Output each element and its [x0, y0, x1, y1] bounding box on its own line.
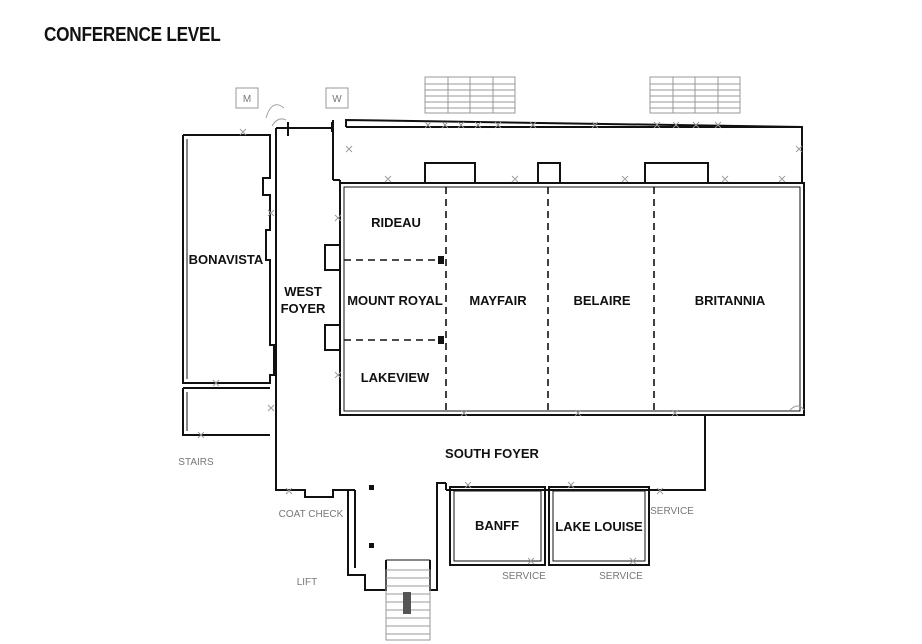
page-title: CONFERENCE LEVEL	[44, 24, 221, 46]
service-label-lake-louise: SERVICE	[599, 571, 643, 582]
room-label-mount-royal: MOUNT ROYAL	[347, 293, 443, 308]
room-label-lake-louise: LAKE LOUISE	[555, 519, 643, 534]
room-label-banff: BANFF	[475, 518, 519, 533]
service-label-right: SERVICE	[650, 506, 694, 517]
door-swings	[197, 104, 805, 565]
stairs-label: STAIRS	[178, 457, 214, 468]
outer-walls	[275, 118, 805, 591]
top-staircase-right	[649, 76, 741, 114]
room-label-mayfair: MAYFAIR	[469, 293, 527, 308]
top-staircase-left	[424, 76, 516, 114]
women-restroom-box	[325, 87, 349, 109]
coat-check-label: COAT CHECK	[279, 509, 344, 520]
bottom-staircase	[385, 569, 431, 641]
room-label-south-foyer: SOUTH FOYER	[445, 446, 540, 461]
men-restroom-label: M	[243, 94, 251, 105]
room-label-bonavista: BONAVISTA	[189, 252, 264, 267]
banff-room	[449, 486, 546, 566]
room-label-lakeview: LAKEVIEW	[361, 370, 430, 385]
lake-louise-room	[548, 486, 650, 566]
men-restroom-box	[235, 87, 259, 109]
lift-label: LIFT	[297, 577, 318, 588]
room-label-rideau: RIDEAU	[371, 215, 421, 230]
service-label-banff: SERVICE	[502, 571, 546, 582]
ballroom-block	[324, 120, 805, 416]
column-marker	[369, 485, 374, 490]
room-label-belaire: BELAIRE	[573, 293, 630, 308]
women-restroom-label: W	[332, 94, 342, 105]
room-label-west-foyer-line2: FOYER	[281, 301, 326, 316]
room-label-britannia: BRITANNIA	[695, 293, 766, 308]
column-marker	[369, 543, 374, 548]
bonavista-room	[182, 134, 275, 384]
room-label-west-foyer-line1: WEST	[284, 284, 322, 299]
stairs-room	[182, 387, 270, 436]
